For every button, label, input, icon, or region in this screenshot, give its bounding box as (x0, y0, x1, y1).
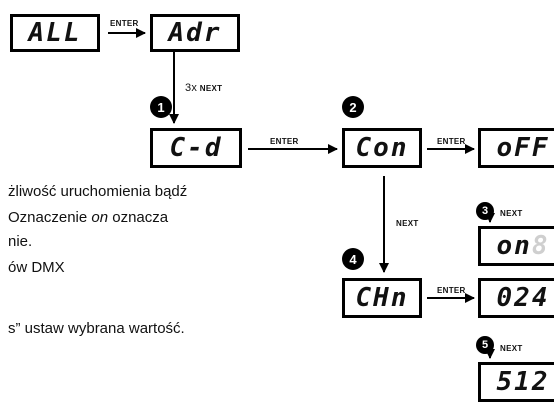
display-all: ALL (10, 14, 100, 52)
label-3x-next: 3x NEXT (185, 82, 222, 94)
paragraph-line-2-a: Oznaczenie (8, 209, 92, 226)
step-badge-4: 4 (342, 248, 364, 270)
display-cd: C-d (150, 128, 242, 168)
step-badge-2: 2 (342, 96, 364, 118)
display-adr: Adr (150, 14, 240, 52)
paragraph-line-3: nie. (8, 233, 33, 250)
step-badge-5: 5 (476, 336, 494, 354)
label-3x: 3x (185, 82, 198, 94)
label-3x-next-word: NEXT (199, 84, 223, 93)
display-con: Con (342, 128, 422, 168)
paragraph-line-2-c: oznacza (108, 209, 169, 226)
paragraph-line-5: s” ustaw wybrana wartość. (8, 320, 185, 337)
step-badge-3: 3 (476, 202, 494, 220)
display-off: oFF (478, 128, 554, 168)
label-next-con-chn: NEXT (396, 219, 419, 228)
display-chn: CHn (342, 278, 422, 318)
step-badge-1: 1 (150, 96, 172, 118)
paragraph-line-1: żliwość uruchomienia bądź (8, 183, 188, 200)
display-on: on8 (478, 226, 554, 266)
paragraph-line-4: ów DMX (8, 259, 65, 276)
label-enter-3: ENTER (437, 137, 466, 146)
paragraph-line-2: Oznaczenie on oznacza (8, 209, 168, 226)
label-next-3: NEXT (500, 209, 523, 218)
paragraph-line-2-on: on (91, 209, 109, 226)
label-next-5: NEXT (500, 344, 523, 353)
display-512: 512 (478, 362, 554, 402)
label-enter-1: ENTER (110, 19, 139, 28)
display-024: 024 (478, 278, 554, 318)
label-enter-2: ENTER (270, 137, 299, 146)
label-enter-4: ENTER (437, 286, 466, 295)
